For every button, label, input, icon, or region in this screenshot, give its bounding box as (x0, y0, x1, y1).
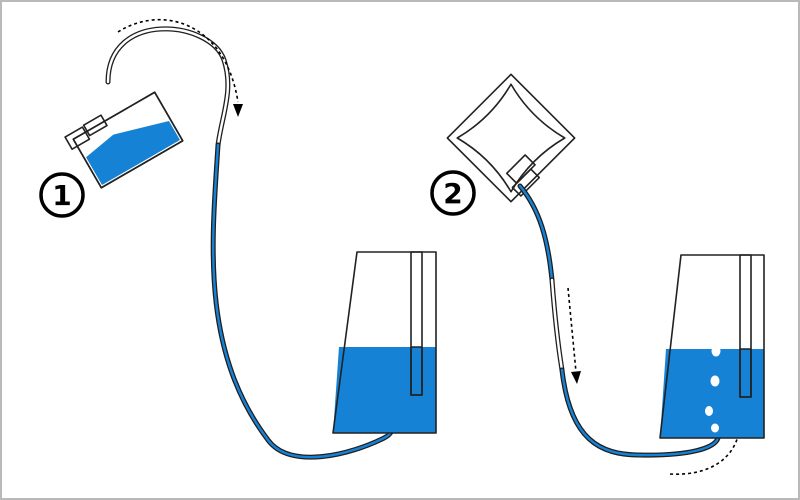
step-1-port-collar (82, 114, 108, 137)
step-1-tube-water (211, 143, 394, 459)
step-1-port-cap (64, 126, 91, 150)
step-1-pouch (64, 91, 184, 189)
step-1-pouch-water (86, 120, 180, 186)
step-2-pouch-water (456, 83, 566, 193)
step-2-tube (517, 183, 721, 458)
step-2-air-bubble (711, 423, 719, 433)
step-1-bottle (332, 251, 437, 434)
step-1-bottle-tube-water (410, 346, 423, 396)
step-1-flow-arrow (117, 19, 243, 117)
step-1-number: 1 (52, 179, 71, 212)
step-2-tube-water-bottom (560, 368, 720, 457)
step-1-bottle-water (333, 347, 436, 433)
step-1-flow-arrow-line (117, 19, 239, 103)
step-2-tube-water-top (518, 184, 554, 282)
step-2-flow-arrow-down-head (571, 371, 581, 384)
step-2-bottle-body (659, 254, 765, 439)
step-2-flow-arrow-up-line (669, 431, 740, 475)
step-2-bottle (659, 254, 765, 439)
step-1-pouch-border (72, 91, 184, 189)
step-1-bottle-body (332, 251, 437, 434)
step-2-number: 2 (443, 177, 462, 210)
step-2-bottle-tube-water (739, 348, 752, 398)
step-2-bottle-water (660, 349, 764, 438)
step-2-pouch-frame (446, 73, 576, 203)
step-2-flow-arrow-down-line (567, 287, 577, 373)
step-2-pouch (446, 73, 576, 203)
step-1-badge: 1 (39, 172, 85, 218)
step-2-circle (430, 170, 476, 216)
step-1-flow-arrow-head (233, 104, 243, 117)
step-2-panel: 2 (430, 73, 765, 475)
step-2-tube-empty (550, 278, 564, 372)
step-2-port-cap (511, 168, 541, 197)
step-1-circle (39, 172, 85, 218)
step-2-tube-outline-top (517, 183, 555, 283)
step-2-badge: 2 (430, 170, 476, 216)
step-1-panel: 1 (39, 19, 437, 460)
step-2-air-bubble (711, 345, 721, 357)
step-2-air-bubble (705, 406, 713, 416)
step-2-flow-arrow-down (567, 287, 581, 384)
step-2-air-bubble (710, 375, 720, 387)
